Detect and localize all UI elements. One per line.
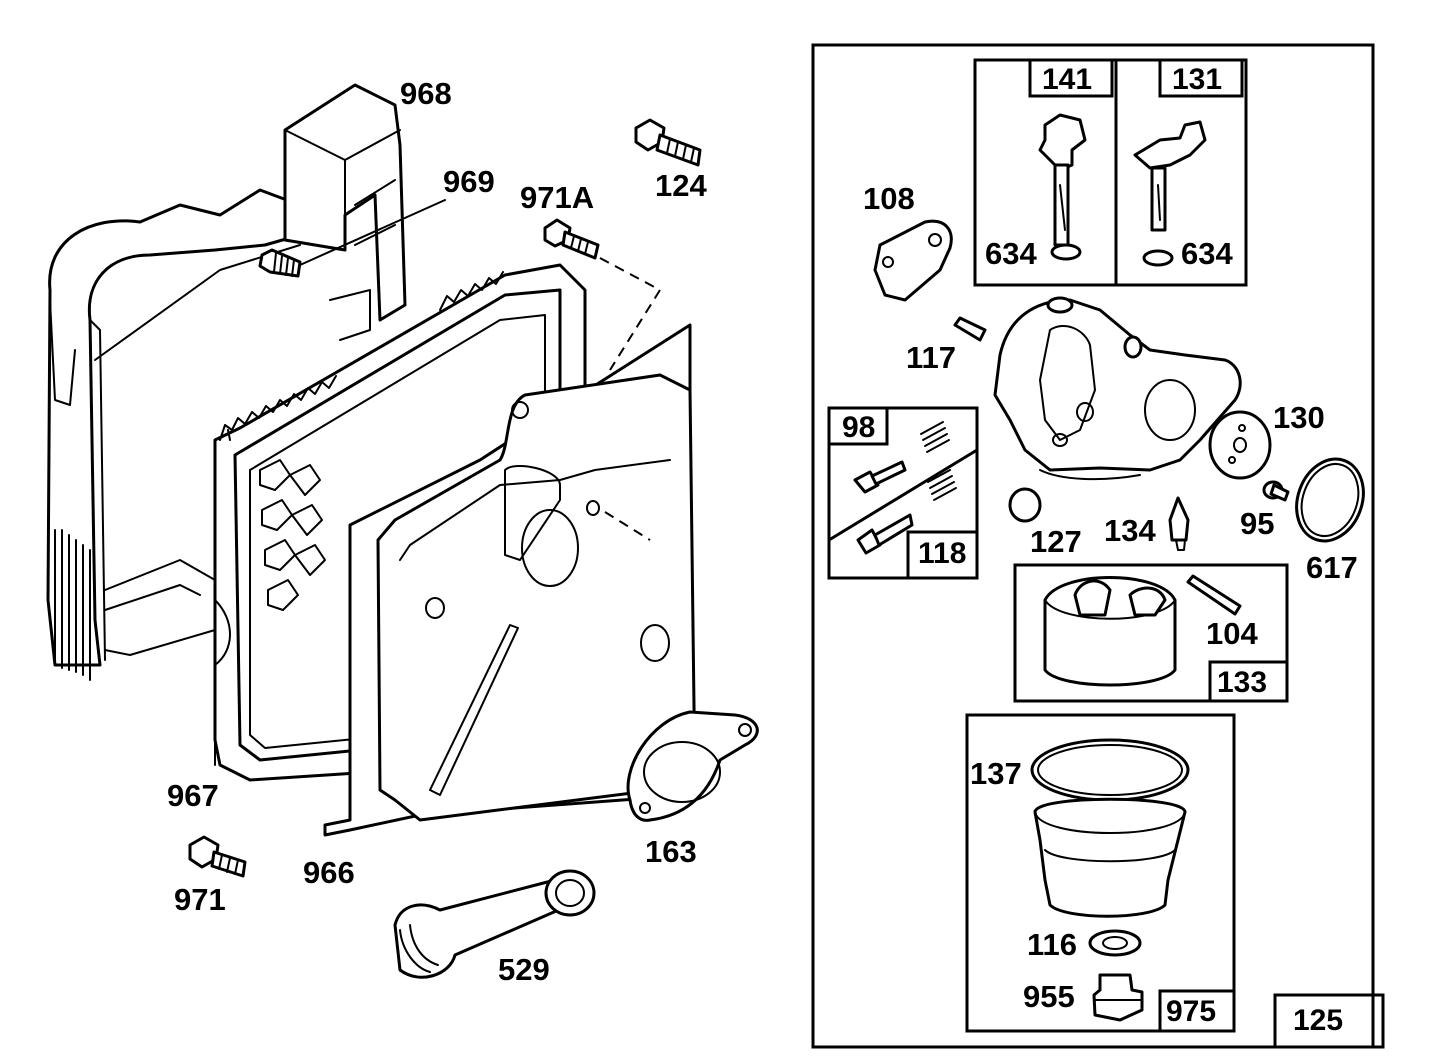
elbow-tube-529-drawing [393,869,596,979]
part-label-163: 163 [645,834,697,869]
part-label-127: 127 [1030,524,1082,559]
carburetor-kit-panel [811,43,1375,1049]
part-label-104: 104 [1206,616,1258,651]
o-ring-617-drawing [1295,457,1365,543]
part-label-134: 134 [1104,513,1156,548]
part-label-108: 108 [863,181,915,216]
gasket-163-drawing [626,710,759,822]
bolt-124-drawing [634,118,702,167]
part-label-137: 137 [970,756,1022,791]
part-label-955: 955 [1023,979,1075,1014]
mixture-screws-drawing [853,421,957,555]
part-label-634-left: 634 [985,236,1037,271]
bolt-971-drawing [188,835,247,878]
choke-shaft-drawing [1133,120,1207,267]
plate-108-drawing [873,219,953,302]
part-label-617: 617 [1306,550,1358,585]
kit-number-box [1273,993,1385,1049]
screw-971A-drawing [543,218,600,260]
box-label-975: 975 [1166,995,1216,1028]
bracket-drawing [283,83,407,341]
welch-plug-127-drawing [1008,487,1042,523]
part-label-529: 529 [498,952,550,987]
carburetor-body-drawing [993,296,1242,481]
float-bowl-drawing [1030,738,1190,1022]
stud-drawing [258,199,446,278]
throttle-shaft-drawing [1038,113,1087,261]
float-box [1013,563,1289,703]
mixture-screw-box [827,406,979,580]
part-label-95: 95 [1240,506,1274,541]
box-label-118: 118 [918,537,966,570]
part-label-971A: 971A [520,180,594,215]
needle-134-drawing [1168,496,1190,551]
pin-117-drawing [953,316,987,342]
filter-pleats-drawing [259,459,326,611]
part-label-116: 116 [1027,927,1077,962]
part-label-966: 966 [303,855,355,890]
part-label-968: 968 [400,76,452,111]
box-label-141: 141 [1042,63,1092,96]
float-drawing [1043,574,1242,687]
box-label-133: 133 [1217,666,1267,699]
box-label-131: 131 [1172,63,1222,96]
part-label-971: 971 [174,882,226,917]
diaphragm-130-drawing [1208,410,1272,480]
part-label-124: 124 [655,168,707,203]
screw-95-drawing [1262,480,1290,502]
float-bowl-box [965,713,1236,1033]
part-label-967: 967 [167,778,219,813]
leader-lines [599,257,662,541]
box-label-125: 125 [1293,1004,1343,1037]
part-label-634-right: 634 [1181,236,1233,271]
box-label-98: 98 [842,411,875,444]
part-label-117: 117 [906,340,956,375]
part-label-969: 969 [443,164,495,199]
part-label-130: 130 [1273,400,1325,435]
throttle-choke-shaft-box [973,58,1248,287]
air-cleaner-cover-drawing [323,323,697,837]
